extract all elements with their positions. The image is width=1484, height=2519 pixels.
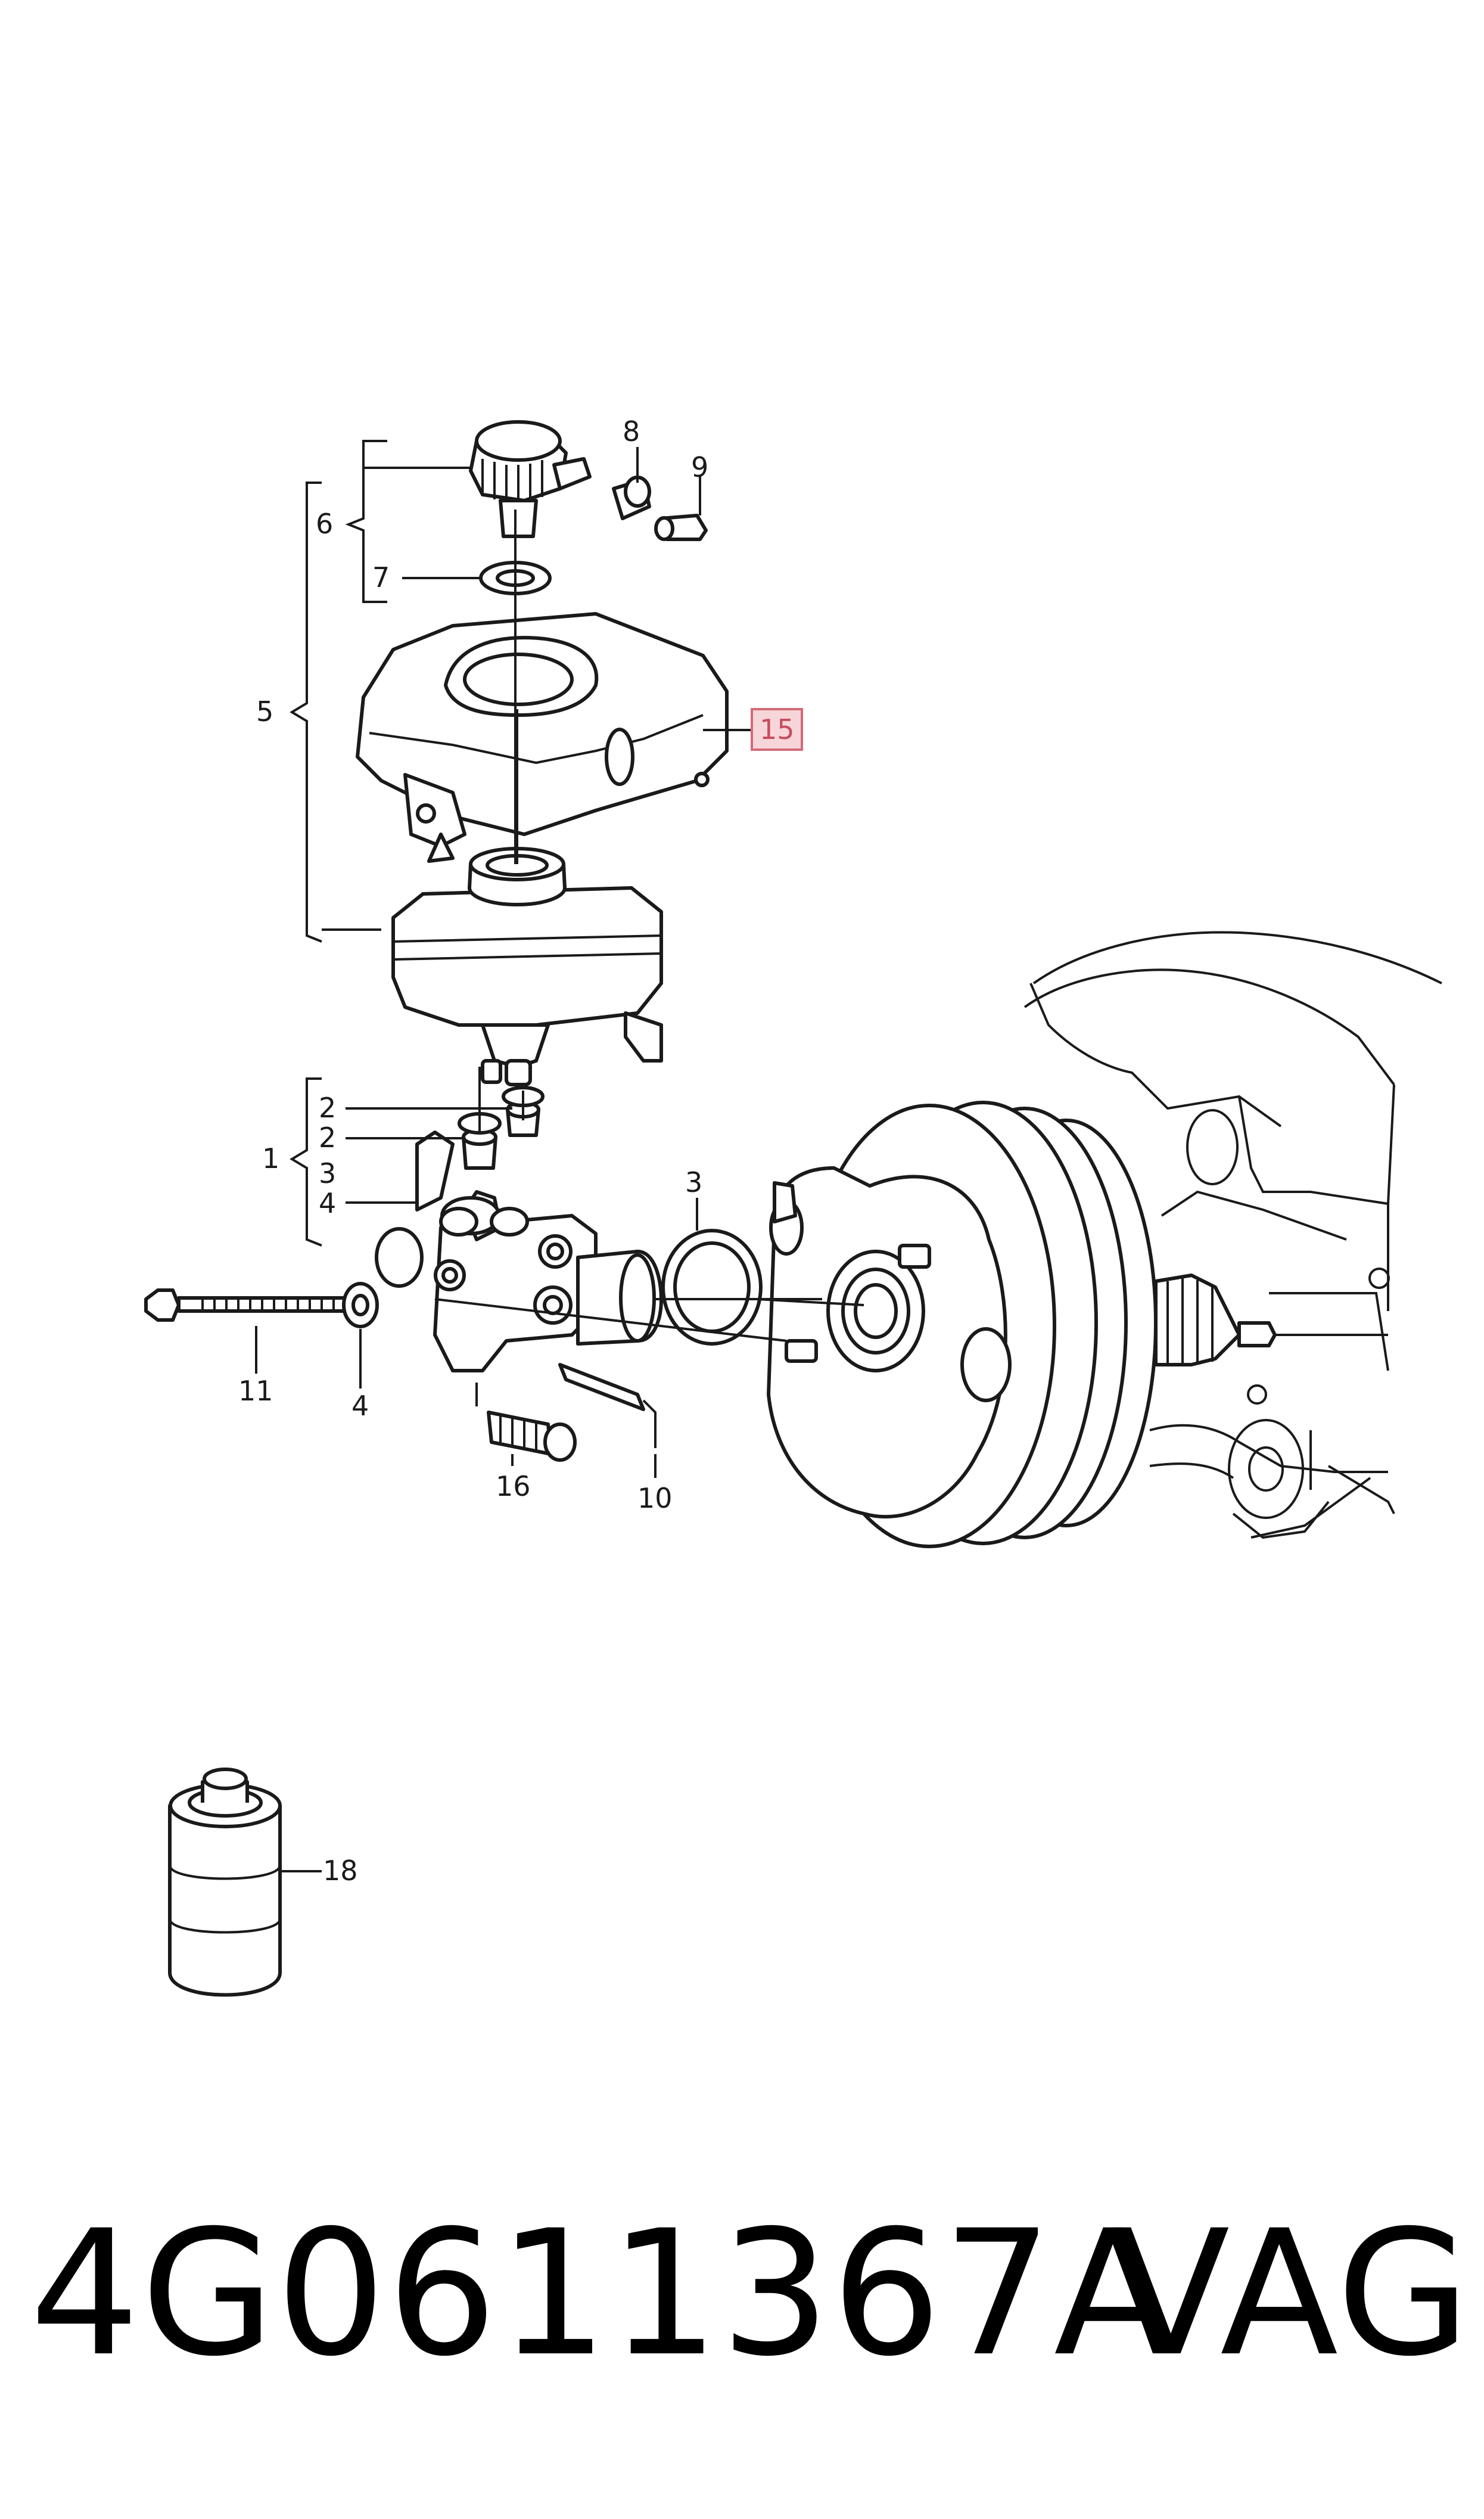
body-structure-outline xyxy=(1023,931,1442,1539)
brake-line-10 xyxy=(558,1363,657,1448)
leader-lines xyxy=(255,440,864,1872)
callout-10: 10 xyxy=(637,1482,673,1514)
callout-4-lower: 4 xyxy=(351,1390,369,1422)
callout-5: 5 xyxy=(256,695,273,728)
reservoir-cover xyxy=(356,612,729,863)
reservoir-cap-6 xyxy=(469,420,592,538)
callout-8: 8 xyxy=(623,415,640,448)
callout-9: 9 xyxy=(691,451,708,483)
connector-9 xyxy=(654,514,708,541)
callout-2-upper: 2 xyxy=(319,1092,336,1124)
callout-3-left: 3 xyxy=(319,1157,336,1189)
callout-15: 15 xyxy=(760,713,795,746)
callout-18: 18 xyxy=(323,1855,358,1887)
callout-6: 6 xyxy=(316,508,333,540)
cylinder-18 xyxy=(168,1768,282,1997)
callout-11: 11 xyxy=(238,1375,273,1407)
callout-16: 16 xyxy=(496,1470,531,1502)
callout-2-lower: 2 xyxy=(319,1122,336,1154)
callout-7: 7 xyxy=(372,561,390,594)
brand-name: VAG xyxy=(1112,2194,1471,2394)
master-cylinder xyxy=(375,1130,663,1372)
callout-3-right: 3 xyxy=(685,1166,702,1198)
connector-8 xyxy=(612,476,651,520)
bolt-11 xyxy=(144,1288,353,1322)
footer-caption: 4G0611367A VAG xyxy=(30,2205,1471,2384)
brake-fluid-reservoir xyxy=(391,847,663,1086)
part-number: 4G0611367A xyxy=(30,2194,1174,2394)
o-ring-3 xyxy=(661,1229,763,1346)
callout-1: 1 xyxy=(262,1142,279,1175)
brake-booster xyxy=(767,1101,1388,1548)
nut-4 xyxy=(342,1282,379,1328)
callout-labels: 8 9 6 7 5 2 2 1 3 4 3 11 4 16 10 18 15 xyxy=(238,415,803,1887)
bolt-16 xyxy=(487,1411,577,1462)
seal-2-pair xyxy=(458,1086,545,1170)
callout-4-upper: 4 xyxy=(319,1187,336,1219)
callout-15-highlight-box xyxy=(751,708,803,751)
